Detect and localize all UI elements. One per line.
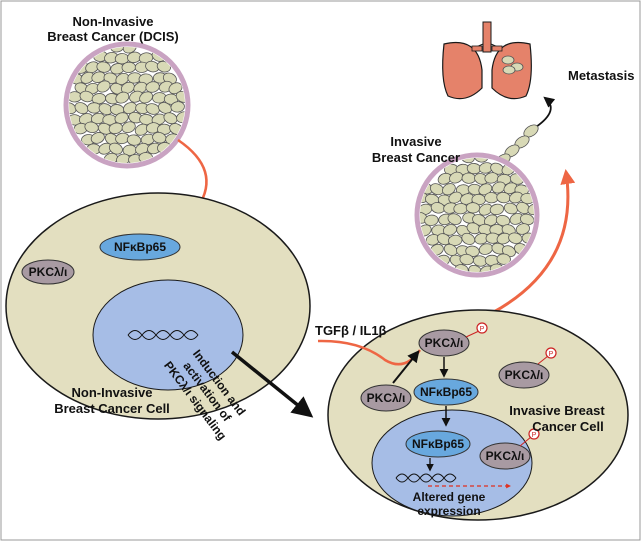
phospho-icon-2: P: [537, 347, 557, 365]
tumor-cell: [163, 112, 178, 125]
invasive-tumor: [414, 152, 540, 278]
svg-text:PKCλ/ι: PKCλ/ι: [486, 449, 525, 463]
tumor-cell: [465, 202, 481, 214]
invasive-label-line2: Breast Cancer: [372, 150, 460, 165]
svg-text:PKCλ/ι: PKCλ/ι: [29, 265, 68, 279]
tumor-cell: [115, 91, 130, 104]
tumor-cell: [121, 121, 136, 134]
svg-text:PKCλ/ι: PKCλ/ι: [425, 336, 464, 350]
lungs-icon: [442, 21, 532, 100]
tumor-cell: [461, 172, 476, 184]
tumor-cell: [139, 91, 153, 104]
tumor-cell: [145, 103, 160, 115]
phospho-icon-3: P: [519, 428, 540, 447]
svg-text:NFκBp65: NFκBp65: [420, 385, 472, 399]
tgf-il1-label: TGFβ / IL1β: [315, 323, 387, 338]
tumor-cell: [96, 80, 111, 93]
noninvasive-nucleus: [92, 279, 244, 391]
noninvasive-cell-label-line1: Non-Invasive: [72, 385, 153, 400]
tumor-cell: [527, 203, 534, 216]
tumor-cell: [491, 181, 506, 194]
activation-arrow: [392, 350, 420, 384]
tumor-cell: [468, 264, 483, 272]
altered-expression-line2: expression: [417, 504, 480, 518]
metastasis-arrow: [535, 96, 556, 128]
dna-icon: [127, 330, 199, 340]
tumor-cell: [448, 191, 463, 204]
tumor-cell: [90, 132, 105, 144]
svg-text:NFκBp65: NFκBp65: [412, 437, 464, 451]
tumor-cell: [508, 232, 523, 244]
pkc-pill-noninvasive: PKCλ/ι: [21, 259, 75, 285]
noninvasive-cell: NFκBp65 PKCλ/ι: [5, 192, 311, 420]
tumor-cell: [442, 224, 458, 236]
nfkb-pill-noninvasive: NFκBp65: [99, 233, 181, 261]
tumor-cell: [424, 214, 439, 226]
dcis-label-line1: Non-Invasive: [73, 14, 154, 29]
tumor-cell: [74, 102, 89, 115]
noninvasive-cell-label-line2: Breast Cancer Cell: [54, 401, 170, 416]
dcis-tumor: [63, 41, 191, 169]
tumor-cell: [503, 202, 518, 215]
tumor-cell: [170, 101, 185, 113]
svg-text:PKCλ/ι: PKCλ/ι: [505, 368, 544, 382]
svg-text:P: P: [480, 326, 485, 333]
tumor-cell: [496, 253, 511, 265]
invasive-cell-label-line2: Cancer Cell: [532, 419, 604, 434]
svg-text:P: P: [549, 351, 554, 358]
tumor-cell: [495, 214, 511, 227]
tumor-cell: [447, 213, 462, 225]
tumor-cell: [145, 81, 160, 93]
invasion-arrow: [491, 169, 576, 315]
nfkb-pill-cytoplasm: NFκBp65: [413, 378, 479, 406]
pkc-pill-nucleus: PKCλ/ι: [479, 442, 531, 470]
nfkb-pill-nucleus: NFκBp65: [405, 430, 471, 458]
tumor-cell: [449, 171, 464, 184]
pkc-pill-active: PKCλ/ι: [418, 329, 470, 357]
tumor-cell: [114, 112, 129, 124]
tumor-cell: [158, 102, 172, 114]
tumor-cell: [461, 232, 476, 245]
invasive-cell-label-line1: Invasive Breast: [509, 403, 605, 418]
tumor-cell: [69, 102, 77, 115]
svg-text:PKCλ/ι: PKCλ/ι: [367, 391, 406, 405]
svg-text:P: P: [532, 432, 537, 439]
transition-arrow: [230, 350, 314, 418]
tumor-cell: [489, 203, 505, 216]
tumor-cell: [443, 243, 458, 256]
dcis-label-line2: Breast Cancer (DCIS): [47, 29, 179, 44]
tumor-cell: [460, 158, 475, 164]
phospho-icon-1: P: [465, 322, 488, 338]
tumor-cell: [120, 81, 135, 94]
tumor-cell: [126, 134, 142, 146]
altered-expression-line1: Altered gene: [413, 490, 486, 504]
tumor-cell: [156, 60, 171, 73]
invasive-label-line1: Invasive: [390, 134, 441, 149]
metastasis-label: Metastasis: [568, 68, 634, 83]
svg-text:NFκBp65: NFκBp65: [114, 240, 166, 254]
pkc-pill-right-top: PKCλ/ι: [498, 361, 550, 389]
dna-icon-invasive: [395, 473, 457, 483]
pkc-pill-inactive: PKCλ/ι: [360, 384, 412, 412]
